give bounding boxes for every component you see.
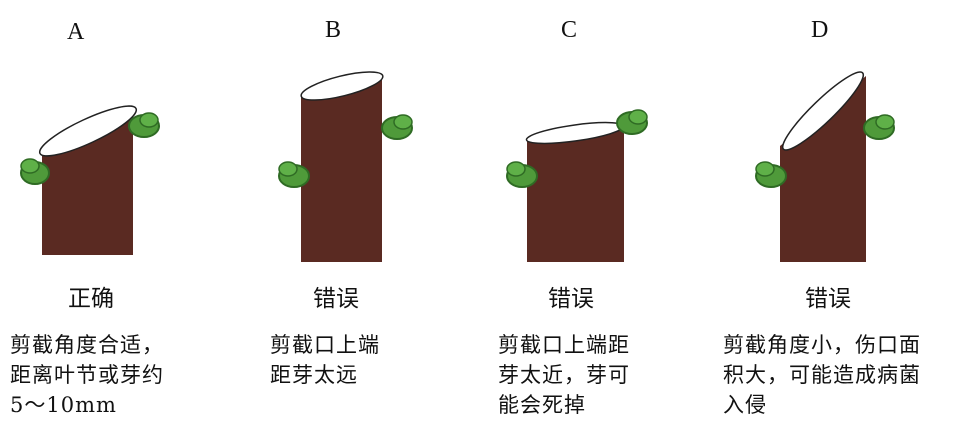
- stem-cutting-illustration: [20, 105, 160, 255]
- panel-letter: B: [325, 17, 342, 43]
- cut-surface: [38, 105, 138, 157]
- bud-icon: [278, 161, 310, 188]
- panel-d: D 错误 剪截角度小，伤口面 积大，可能造成病菌 入侵: [723, 0, 964, 423]
- description-line: 剪截角度小，伤口面: [723, 333, 921, 357]
- stem-cutting-illustration: [506, 109, 648, 262]
- description: 剪截角度合适， 距离叶节或芽约 5～10mm: [10, 330, 164, 420]
- bud-icon: [863, 114, 895, 140]
- bud-icon: [506, 161, 538, 188]
- panel-letter: C: [561, 17, 578, 43]
- bud-icon: [381, 114, 413, 140]
- panel-a: A 正确 剪截角度合适， 距离叶节或芽约 5～10mm: [0, 0, 241, 423]
- description-line: 能会死掉: [498, 393, 586, 417]
- bud-icon: [128, 112, 160, 138]
- bud-icon: [20, 158, 50, 185]
- panel-letter: A: [67, 19, 85, 45]
- verdict-label: 错误: [313, 286, 359, 312]
- verdict-label: 错误: [548, 286, 594, 312]
- panel-letter: D: [811, 17, 829, 43]
- bud-icon: [755, 161, 787, 188]
- verdict-label: 错误: [805, 286, 851, 312]
- stem: [301, 76, 382, 262]
- description: 剪截口上端距 芽太近，芽可 能会死掉: [498, 330, 630, 420]
- description-line: 距离叶节或芽约: [10, 363, 164, 387]
- description-line: 芽太近，芽可: [498, 363, 630, 387]
- description-line: 剪截口上端: [270, 333, 380, 357]
- cut-surface: [781, 71, 865, 151]
- cut-surface: [300, 71, 384, 101]
- verdict-label: 正确: [68, 286, 114, 312]
- description: 剪截角度小，伤口面 积大，可能造成病菌 入侵: [723, 330, 921, 420]
- description-line: 剪截角度合适，: [10, 333, 164, 357]
- description-line: 剪截口上端距: [498, 333, 630, 357]
- description: 剪截口上端 距芽太远: [270, 330, 380, 390]
- bud-icon: [616, 109, 648, 135]
- stem: [780, 76, 866, 262]
- stem-cutting-illustration: [278, 71, 413, 262]
- description-line: 入侵: [723, 393, 767, 417]
- description-line: 距芽太远: [270, 363, 358, 387]
- description-line: 积大，可能造成病菌: [723, 363, 921, 387]
- panel-c: C 错误 剪截口上端距 芽太近，芽可 能会死掉: [482, 0, 723, 423]
- panel-b: B 错误 剪截口上端 距芽太远: [241, 0, 482, 423]
- stem-cutting-illustration: [755, 71, 895, 262]
- description-line: 5～10mm: [10, 393, 117, 417]
- stem: [527, 125, 624, 262]
